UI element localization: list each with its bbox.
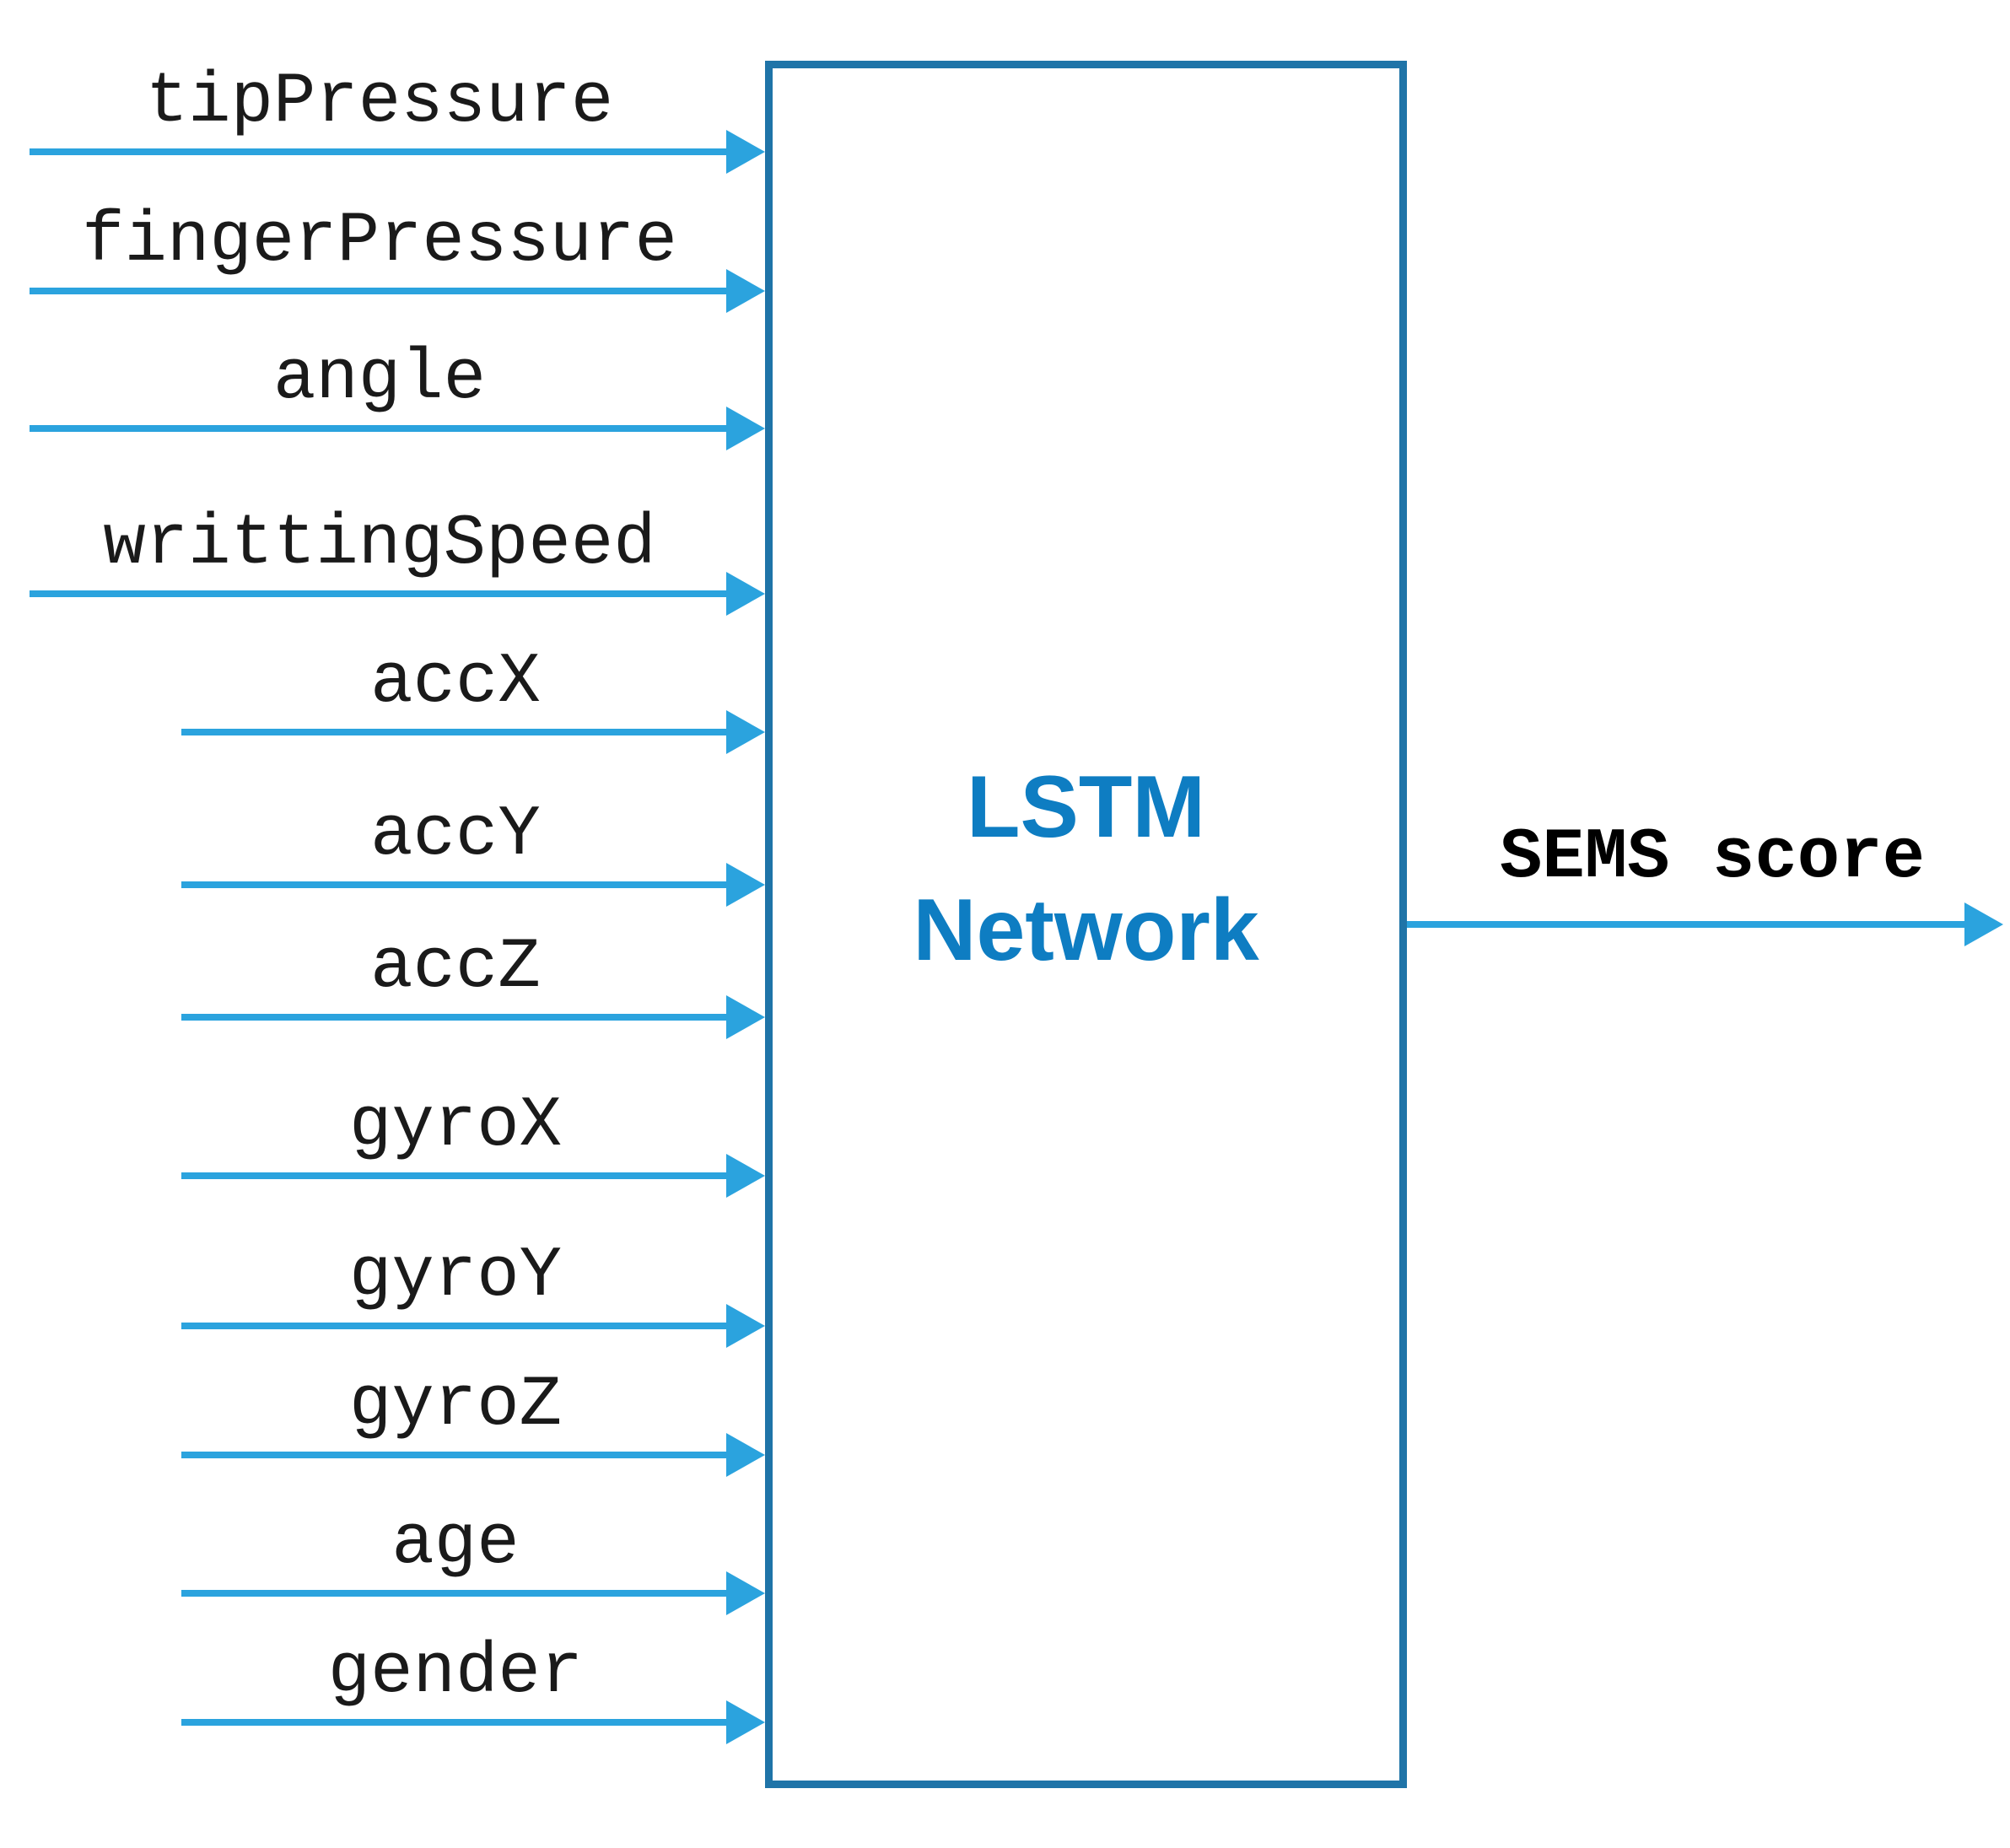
arrow-right-icon — [726, 863, 765, 907]
input-label: fingerPressure — [82, 202, 677, 282]
input-label: accZ — [370, 928, 541, 1008]
input-arrow — [30, 130, 765, 174]
arrow-right-icon — [726, 572, 765, 616]
input-arrow — [181, 1154, 765, 1198]
input-arrow — [30, 407, 765, 450]
arrow-right-icon — [726, 1154, 765, 1198]
input-label: age — [391, 1504, 520, 1584]
input-arrow — [30, 572, 765, 616]
lstm-network-box — [765, 61, 1407, 1788]
input-label: accY — [370, 795, 541, 876]
input-arrow — [181, 1433, 765, 1477]
input-label: gender — [327, 1633, 584, 1713]
output-label: SEMS score — [1499, 818, 1926, 898]
network-title-line1: LSTM — [966, 758, 1206, 856]
input-arrow — [181, 1304, 765, 1348]
arrow-right-icon — [726, 269, 765, 313]
arrow-right-icon — [726, 407, 765, 450]
input-arrow — [181, 1700, 765, 1744]
input-arrow — [181, 995, 765, 1039]
arrow-right-icon — [726, 1304, 765, 1348]
arrow-right-icon — [726, 1433, 765, 1477]
arrow-right-icon — [726, 1571, 765, 1615]
arrow-right-icon — [726, 710, 765, 754]
arrow-right-icon — [1964, 902, 2003, 946]
input-arrow — [181, 1571, 765, 1615]
input-label: writtingSpeed — [103, 504, 656, 585]
input-label: gyroZ — [348, 1366, 563, 1446]
input-label: angle — [272, 339, 487, 419]
input-arrow — [30, 269, 765, 313]
input-label: gyroX — [348, 1086, 563, 1166]
input-arrow — [181, 863, 765, 907]
input-label: accX — [370, 643, 541, 723]
input-arrow — [181, 710, 765, 754]
output-arrow — [1407, 902, 2003, 946]
input-label: tipPressure — [145, 62, 614, 143]
network-box-title: LSTM Network — [765, 746, 1407, 992]
network-title-line2: Network — [913, 881, 1259, 979]
arrow-right-icon — [726, 130, 765, 174]
arrow-right-icon — [726, 995, 765, 1039]
arrow-right-icon — [726, 1700, 765, 1744]
input-label: gyroY — [348, 1236, 563, 1317]
